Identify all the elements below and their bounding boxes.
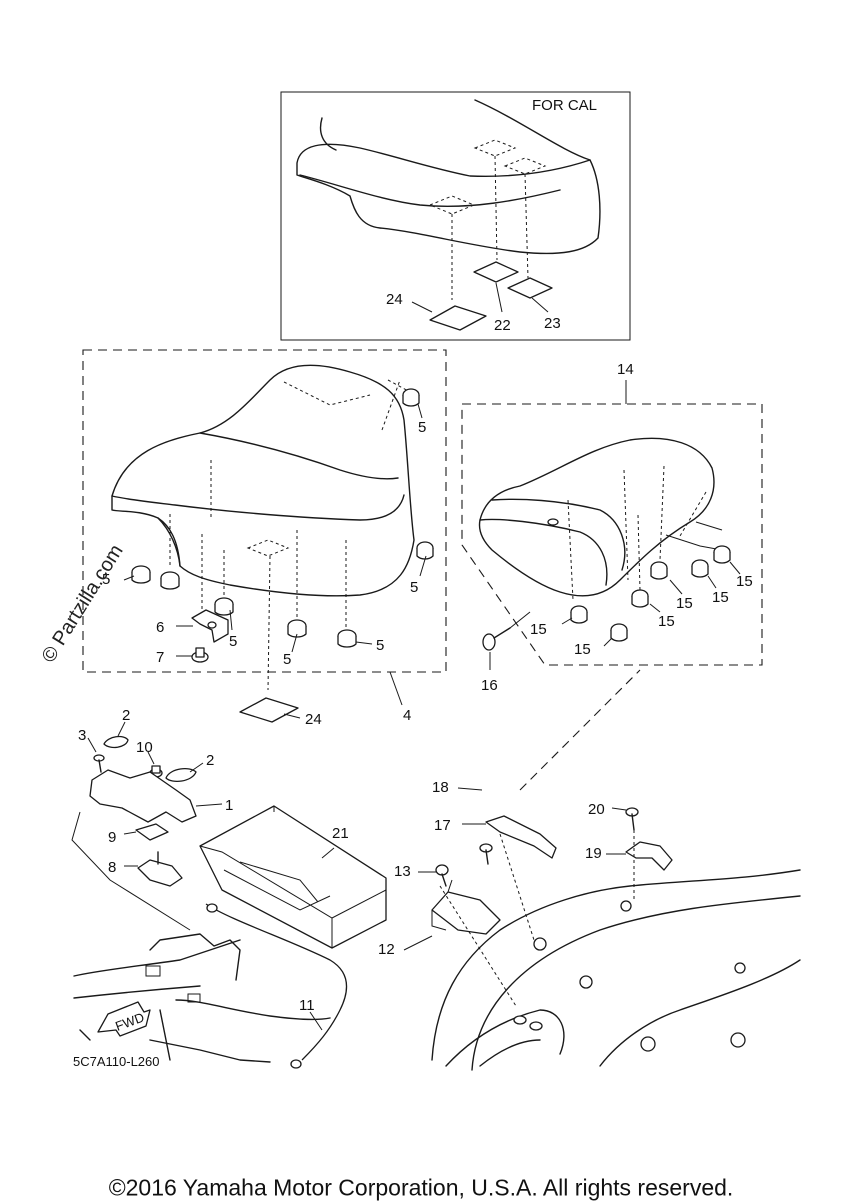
rear-fender-area	[431, 869, 801, 1071]
bracket-19	[625, 841, 673, 871]
callout-17: 17	[434, 817, 451, 834]
seat-lock-assembly: 3 2 2 10 1 9 8 11	[71, 707, 348, 1069]
nut-5-g	[416, 541, 434, 560]
callout-8: 8	[108, 859, 116, 876]
callout-18: 18	[432, 779, 449, 796]
rear-seat-hardware: 14 15 15 15 15 15 15 16	[481, 361, 753, 694]
frame-lower-left: FWD 5C7A110-L260	[73, 933, 331, 1069]
callout-15-b: 15	[574, 641, 591, 658]
label-22	[473, 261, 519, 283]
callout-10: 10	[136, 739, 153, 756]
nut-15-c	[631, 589, 649, 608]
nut-5-b	[160, 571, 180, 590]
callout-15-a: 15	[530, 621, 547, 638]
callout-9: 9	[108, 829, 116, 846]
rear-seat	[478, 437, 715, 597]
label-24-inset	[429, 305, 487, 331]
callout-23: 23	[544, 315, 561, 332]
right-hardware: 18 17 13 12 20 19	[378, 669, 673, 1007]
holder-8	[137, 859, 183, 887]
callout-5-c: 5	[283, 651, 291, 668]
nut-15-b	[610, 623, 628, 642]
screw-16	[482, 627, 511, 651]
bolt-3	[93, 754, 105, 773]
for-cal-inset: FOR CAL 24 22 23	[280, 91, 631, 341]
callout-15-f: 15	[736, 573, 753, 590]
bolt-7	[191, 647, 209, 663]
copyright-notice: ©2016 Yamaha Motor Corporation, U.S.A. A…	[108, 1174, 734, 1201]
fwd-arrow: FWD	[97, 1001, 151, 1037]
nut-5-f	[402, 388, 420, 407]
callout-12: 12	[378, 941, 395, 958]
bolt-18	[479, 843, 493, 865]
drawing-code: 5C7A110-L260	[73, 1054, 160, 1069]
nut-15-f	[713, 545, 731, 564]
callout-11: 11	[299, 997, 315, 1014]
callout-1: 1	[225, 797, 233, 814]
nut-5-d	[287, 619, 307, 638]
callout-13: 13	[394, 863, 411, 880]
nut-15-d	[650, 561, 668, 580]
label-23	[507, 277, 553, 299]
nut-15-e	[691, 559, 709, 578]
inset-seat	[296, 99, 601, 300]
callout-5-b: 5	[229, 633, 237, 650]
inset-title: FOR CAL	[532, 97, 597, 114]
cover-2-b	[165, 767, 197, 783]
nut-15-a	[570, 605, 588, 624]
callout-3: 3	[78, 727, 86, 744]
inset-frame	[280, 91, 631, 341]
callout-21: 21	[332, 825, 349, 842]
callout-5-d: 5	[376, 637, 384, 654]
callout-2-b: 2	[206, 752, 214, 769]
label-24-front	[239, 697, 299, 723]
bolt-13	[435, 864, 449, 887]
callout-5-f: 5	[410, 579, 418, 596]
front-seat	[111, 364, 415, 597]
nut-5-e	[337, 629, 357, 648]
callout-20: 20	[588, 801, 605, 818]
callout-2-a: 2	[122, 707, 130, 724]
stay-9	[135, 823, 169, 841]
callout-22: 22	[494, 317, 511, 334]
callout-7: 7	[156, 649, 164, 666]
callout-16: 16	[481, 677, 498, 694]
bracket-17	[485, 815, 557, 859]
cover-2-a	[103, 735, 129, 749]
callout-4: 4	[403, 707, 411, 724]
seat-lock-1	[89, 769, 197, 823]
front-seat-assembly	[82, 349, 447, 691]
tray-21: 21	[199, 805, 387, 949]
cable-11	[205, 903, 348, 1061]
callout-24-front: 24	[305, 711, 322, 728]
nut-5-a	[131, 565, 151, 584]
callout-5-a: 5	[102, 571, 110, 588]
callout-6: 6	[156, 619, 164, 636]
callout-24-top: 24	[386, 291, 403, 308]
bolt-20	[625, 807, 639, 831]
front-seat-hardware: 5 5 5 5 5 5 6 7 4 24	[102, 388, 434, 728]
callout-19: 19	[585, 845, 602, 862]
callout-5-e: 5	[418, 419, 426, 436]
callout-15-c: 15	[658, 613, 675, 630]
nut-5-c	[214, 597, 234, 616]
rear-seat-assembly	[461, 380, 763, 666]
callout-15-e: 15	[712, 589, 729, 606]
callout-14: 14	[617, 361, 634, 378]
callout-15-d: 15	[676, 595, 693, 612]
